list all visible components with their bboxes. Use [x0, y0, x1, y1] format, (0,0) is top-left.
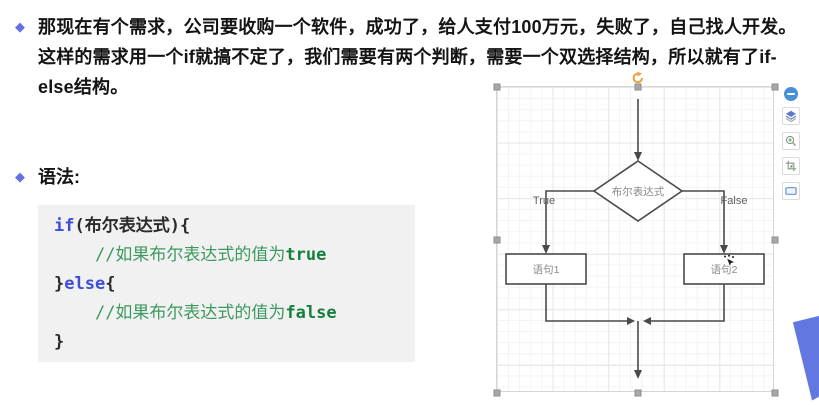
- selection-handle[interactable]: [493, 236, 501, 244]
- corner-decoration-shape: [792, 315, 819, 401]
- bullet-diamond-icon: ◆: [15, 19, 25, 34]
- arrowhead-icon: [634, 370, 642, 379]
- selection-handle[interactable]: [771, 389, 779, 397]
- minimap-icon: [785, 187, 797, 195]
- layers-button[interactable]: [782, 107, 800, 125]
- rotate-handle-icon[interactable]: [631, 71, 645, 85]
- selection-handle[interactable]: [634, 83, 642, 91]
- crop-image-icon: [785, 160, 797, 172]
- intro-line-2: 这样的需求用一个if就搞不定了，我们需要有两个判断，需要一个双选择结构，所以就有…: [38, 47, 777, 67]
- crop-image-button[interactable]: [782, 157, 800, 175]
- false-branch-label: False: [721, 195, 748, 207]
- statement1-node[interactable]: [505, 253, 587, 285]
- arrowhead-icon: [542, 245, 550, 254]
- flow-merge-right[interactable]: [651, 284, 725, 322]
- diagram-canvas[interactable]: 布尔表达式 语句1 语句2 True False: [493, 71, 779, 397]
- true-branch-label: True: [533, 195, 555, 207]
- selection-handle[interactable]: [634, 389, 642, 397]
- code-block: if(布尔表达式){ //如果布尔表达式的值为true}else{ //如果布尔…: [38, 205, 415, 362]
- zoom-in-icon: [785, 135, 797, 147]
- selection-handle[interactable]: [771, 236, 779, 244]
- collapse-minus-button[interactable]: [784, 87, 798, 101]
- selection-handle[interactable]: [493, 389, 501, 397]
- statement2-node[interactable]: [683, 253, 765, 285]
- intro-line-1: 那现在有个需求，公司要收购一个软件，成功了，给人支付100万元，失败了，自己找人…: [38, 17, 797, 37]
- side-toolbar: [781, 87, 801, 207]
- flow-merge-left[interactable]: [545, 284, 627, 322]
- cursor-icon: [724, 254, 736, 269]
- statement1-label: 语句1: [533, 263, 560, 276]
- flowchart: 布尔表达式 语句1 语句2 True False: [505, 99, 765, 379]
- layers-icon: [785, 110, 797, 122]
- statement2-label: 语句2: [711, 263, 738, 276]
- arrowhead-icon: [643, 317, 651, 325]
- minus-icon: [787, 93, 795, 95]
- intro-line-3: else结构。: [38, 77, 129, 97]
- condition-label: 布尔表达式: [612, 185, 665, 198]
- arrowhead-icon: [720, 245, 728, 254]
- flow-branch-false[interactable]: [682, 190, 725, 246]
- selection-handle[interactable]: [493, 83, 501, 91]
- flow-branch-true[interactable]: [545, 190, 594, 246]
- zoom-in-button[interactable]: [782, 132, 800, 150]
- condition-diamond-node[interactable]: [592, 160, 684, 222]
- syntax-heading: 语法:: [38, 167, 80, 187]
- arrowhead-icon: [627, 317, 635, 325]
- intro-paragraph: 那现在有个需求，公司要收购一个软件，成功了，给人支付100万元，失败了，自己找人…: [38, 12, 813, 102]
- bullet-diamond-icon: ◆: [15, 169, 25, 184]
- selection-handle[interactable]: [771, 83, 779, 91]
- minimap-button[interactable]: [782, 182, 800, 200]
- arrowhead-icon: [634, 152, 642, 161]
